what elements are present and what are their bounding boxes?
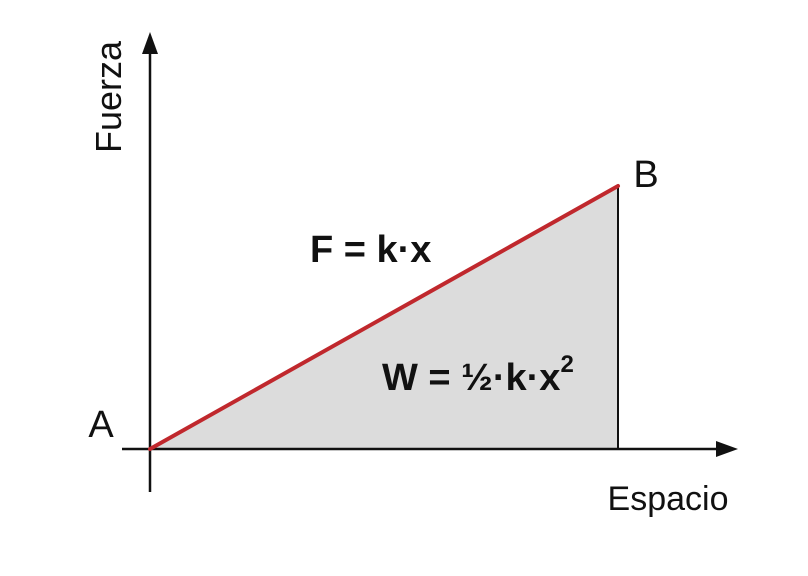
force-formula: F = k·x <box>310 229 431 271</box>
y-axis-arrow-icon <box>142 32 158 54</box>
work-formula-exponent: 2 <box>560 351 573 378</box>
y-axis-label: Fuerza <box>88 40 129 153</box>
force-line <box>148 184 620 451</box>
work-formula-main: W = ½·k·x <box>382 357 560 399</box>
x-axis-arrow-icon <box>716 441 738 457</box>
point-a-label: A <box>88 404 114 446</box>
x-axis-label: Espacio <box>608 480 729 518</box>
work-formula: W = ½·k·x2 <box>382 351 574 399</box>
point-b-label: B <box>633 154 658 196</box>
